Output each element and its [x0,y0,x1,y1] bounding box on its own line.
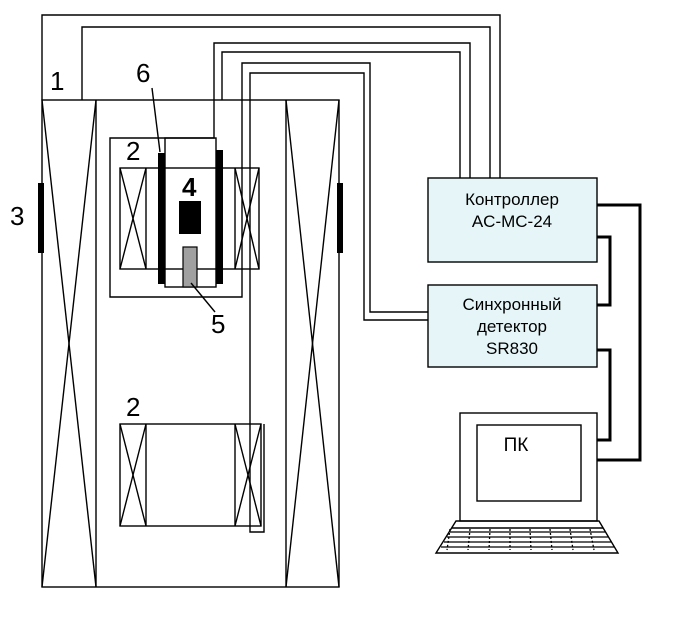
signal-lines [597,203,642,462]
detector-box: Синхронный детектор SR830 [427,284,598,368]
label-4: 4 [182,172,197,202]
lower-modulation-coil [119,423,262,527]
left-hall-sensor [38,183,44,253]
label-2-top: 2 [126,136,140,166]
magnet-right-coil [285,99,340,588]
magnet-left-coil [41,99,97,588]
lower-coil-wire [249,100,265,533]
pc-label: ПК [504,435,529,456]
sample [179,201,201,234]
label-6: 6 [136,58,150,88]
magnet-outer-frame [41,99,340,588]
label-5: 5 [211,309,225,339]
label-3: 3 [10,201,24,231]
label-1: 1 [50,66,64,96]
keyboard-grid [441,528,614,551]
sample-holder [182,246,198,288]
label-6-leader [151,87,161,153]
controller-wire-bundle [41,14,501,178]
detector-line3: SR830 [486,339,538,358]
controller-line2: AC-MC-24 [472,212,552,231]
upper-coil-wire [109,100,243,298]
detector-line2: детектор [477,317,547,336]
label-5-leader [190,282,216,313]
pc-computer: ПК [434,412,620,554]
label-2-bottom: 2 [126,392,140,422]
controller-box: Контроллер AC-MC-24 [427,177,598,263]
detector-line1: Синхронный [462,295,561,314]
controller-line1: Контроллер [465,190,559,209]
detector-wire-bundle [241,62,428,321]
right-hall-sensor [337,183,343,253]
